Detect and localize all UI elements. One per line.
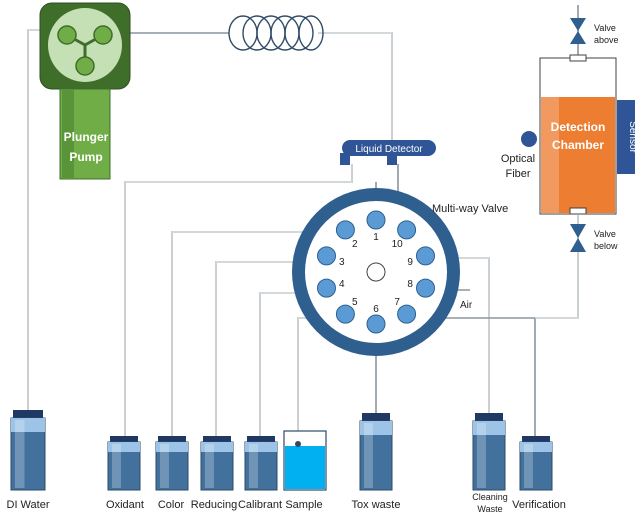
bottle-label-verification: Verification	[512, 499, 566, 511]
pump-label: Plunger	[64, 130, 109, 144]
valve-port-number: 8	[407, 279, 413, 290]
bottle-sample	[283, 430, 327, 491]
chamber-label: Chamber	[552, 138, 604, 152]
valve-port-number: 5	[352, 297, 358, 308]
valve-port-number: 10	[392, 239, 404, 250]
tube-detection-below	[535, 215, 579, 319]
bottle-verification	[519, 436, 553, 491]
air-label: Air	[460, 300, 473, 311]
bottle-reducing	[200, 436, 234, 491]
valve-port-3	[317, 246, 336, 266]
valve-port-10	[397, 220, 417, 240]
tube-coil-detector	[318, 32, 393, 140]
reagent-bottles	[10, 410, 553, 491]
bottle-oxidant	[107, 436, 141, 491]
tubing-coil	[228, 15, 324, 51]
optical-fiber-label: Fiber	[505, 168, 530, 180]
valve-port-number: 7	[394, 297, 400, 308]
bottle-label-tox-waste: Tox waste	[352, 499, 401, 511]
bottle-cleaning-waste	[472, 413, 506, 491]
bottle-label-sample: Sample	[285, 499, 322, 511]
liquid-detector: Liquid Detector	[340, 140, 436, 165]
bottle-color	[155, 436, 189, 491]
valve-ports: 1 23 45 6 78 910	[317, 210, 435, 334]
valve-port-number: 9	[407, 257, 413, 268]
bottle-label-reducing: Reducing	[191, 499, 237, 511]
valve-port-8	[416, 278, 435, 298]
valve-port-2	[335, 220, 355, 240]
sensor-label: Sensor	[627, 121, 638, 153]
bottle-calibrant	[244, 436, 278, 491]
valve-port-7	[397, 304, 417, 324]
valve-port-number: 3	[339, 257, 345, 268]
valve-port-number: 2	[352, 239, 358, 250]
bottle-label-cleaning-waste: Cleaning	[472, 492, 508, 502]
valve-below-label: below	[594, 241, 618, 251]
bottle-label-cleaning-waste: Waste	[477, 504, 502, 514]
multi-way-valve: 1 23 45 6 78 910	[292, 188, 460, 356]
valve-port-number: 1	[373, 232, 379, 243]
valve-center	[366, 262, 386, 282]
valve-port-1	[366, 210, 386, 230]
valve-port-9	[416, 246, 435, 266]
bottle-label-color: Color	[158, 499, 185, 511]
valve-port-number: 4	[339, 279, 345, 290]
pump-roller	[93, 25, 113, 45]
sensor-block	[617, 100, 635, 174]
valve-above-label: above	[594, 35, 619, 45]
chamber-label: Detection	[551, 120, 606, 134]
bottle-label-calibrant: Calibrant	[238, 499, 282, 511]
pump-label: Pump	[69, 150, 102, 164]
optical-fiber-icon	[521, 131, 537, 147]
valve-title: Multi-way Valve	[432, 203, 508, 215]
bottle-label-oxidant: Oxidant	[106, 499, 144, 511]
valve-port-5	[335, 304, 355, 324]
bottle-label-di-water: DI Water	[7, 499, 50, 511]
tube-di-water	[27, 29, 42, 412]
bottle-tox-waste	[359, 413, 393, 491]
valve-above-symbol	[570, 18, 586, 44]
pump-roller	[57, 25, 77, 45]
plunger-pump: Plunger Pump	[39, 2, 131, 180]
liquid-detector-label: Liquid Detector	[355, 144, 423, 155]
valve-below-symbol	[570, 224, 586, 252]
valve-port-number: 6	[373, 304, 379, 315]
valve-port-6	[366, 314, 386, 334]
optical-fiber-label: Optical	[501, 153, 535, 165]
valve-above-label: Valve	[594, 23, 616, 33]
valve-below-label: Valve	[594, 229, 616, 239]
pump-roller	[75, 56, 95, 76]
detection-unit: Valve above Detection Chamber Sensor Opt…	[501, 18, 638, 252]
valve-port-4	[317, 278, 336, 298]
bottle-di-water	[10, 410, 46, 491]
liquid-detector-body	[342, 140, 436, 156]
